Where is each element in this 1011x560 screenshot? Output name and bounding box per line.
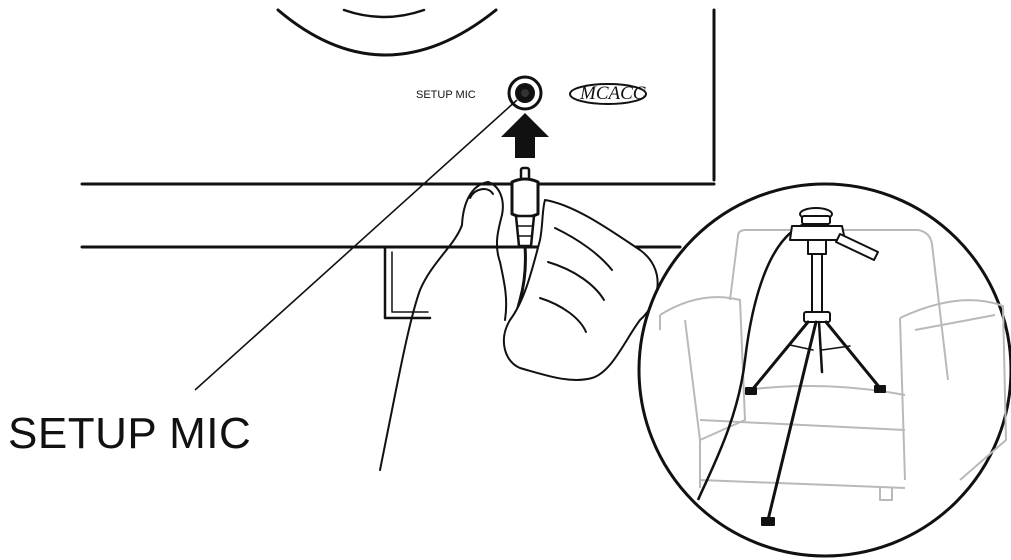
volume-knob-inner-arc [344,10,424,17]
inset-listening-position [639,184,1011,556]
setup-mic-jack [509,77,541,109]
arrow-up-icon [501,113,549,158]
setup-mic-jack-label: SETUP MIC [416,89,476,101]
setup-mic-callout-label: SETUP MIC [8,409,251,458]
mcacc-logo-text: MCACC [579,83,646,104]
callout-leader-line [195,100,517,390]
mic-plug [512,168,538,246]
mcacc-logo: MCACC [570,83,646,104]
